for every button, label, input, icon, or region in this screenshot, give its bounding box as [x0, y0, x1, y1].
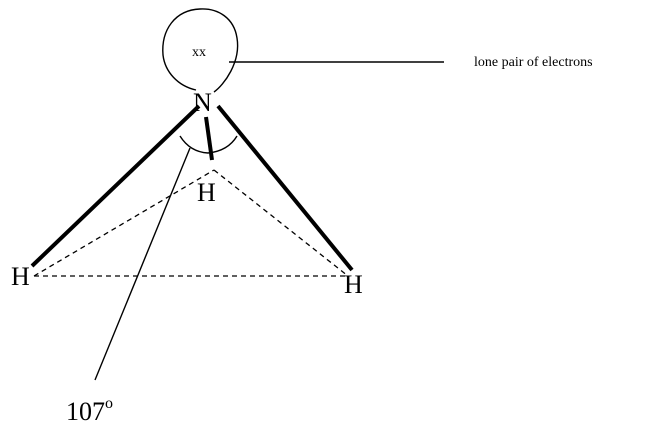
- hydrogen-left-label: H: [11, 262, 30, 291]
- bond-angle-value: 107: [66, 397, 105, 426]
- bond-angle-arc: [179, 135, 238, 154]
- lone-pair-electrons: xx: [192, 45, 206, 60]
- hydrogen-back-label: H: [197, 178, 216, 207]
- hydrogen-right-label: H: [344, 270, 363, 299]
- bond-n-h-left: [30, 104, 201, 268]
- nitrogen-label: N: [193, 88, 212, 117]
- dashed-edge-back-right: [213, 169, 349, 277]
- lone-pair-lobe: [162, 8, 239, 93]
- dashed-edge-left-back: [33, 169, 215, 277]
- angle-leader-line: [94, 147, 191, 381]
- lone-pair-label: lone pair of electrons: [474, 55, 593, 70]
- bond-n-h-right: [216, 104, 354, 272]
- bond-angle-degree-symbol: o: [105, 395, 113, 412]
